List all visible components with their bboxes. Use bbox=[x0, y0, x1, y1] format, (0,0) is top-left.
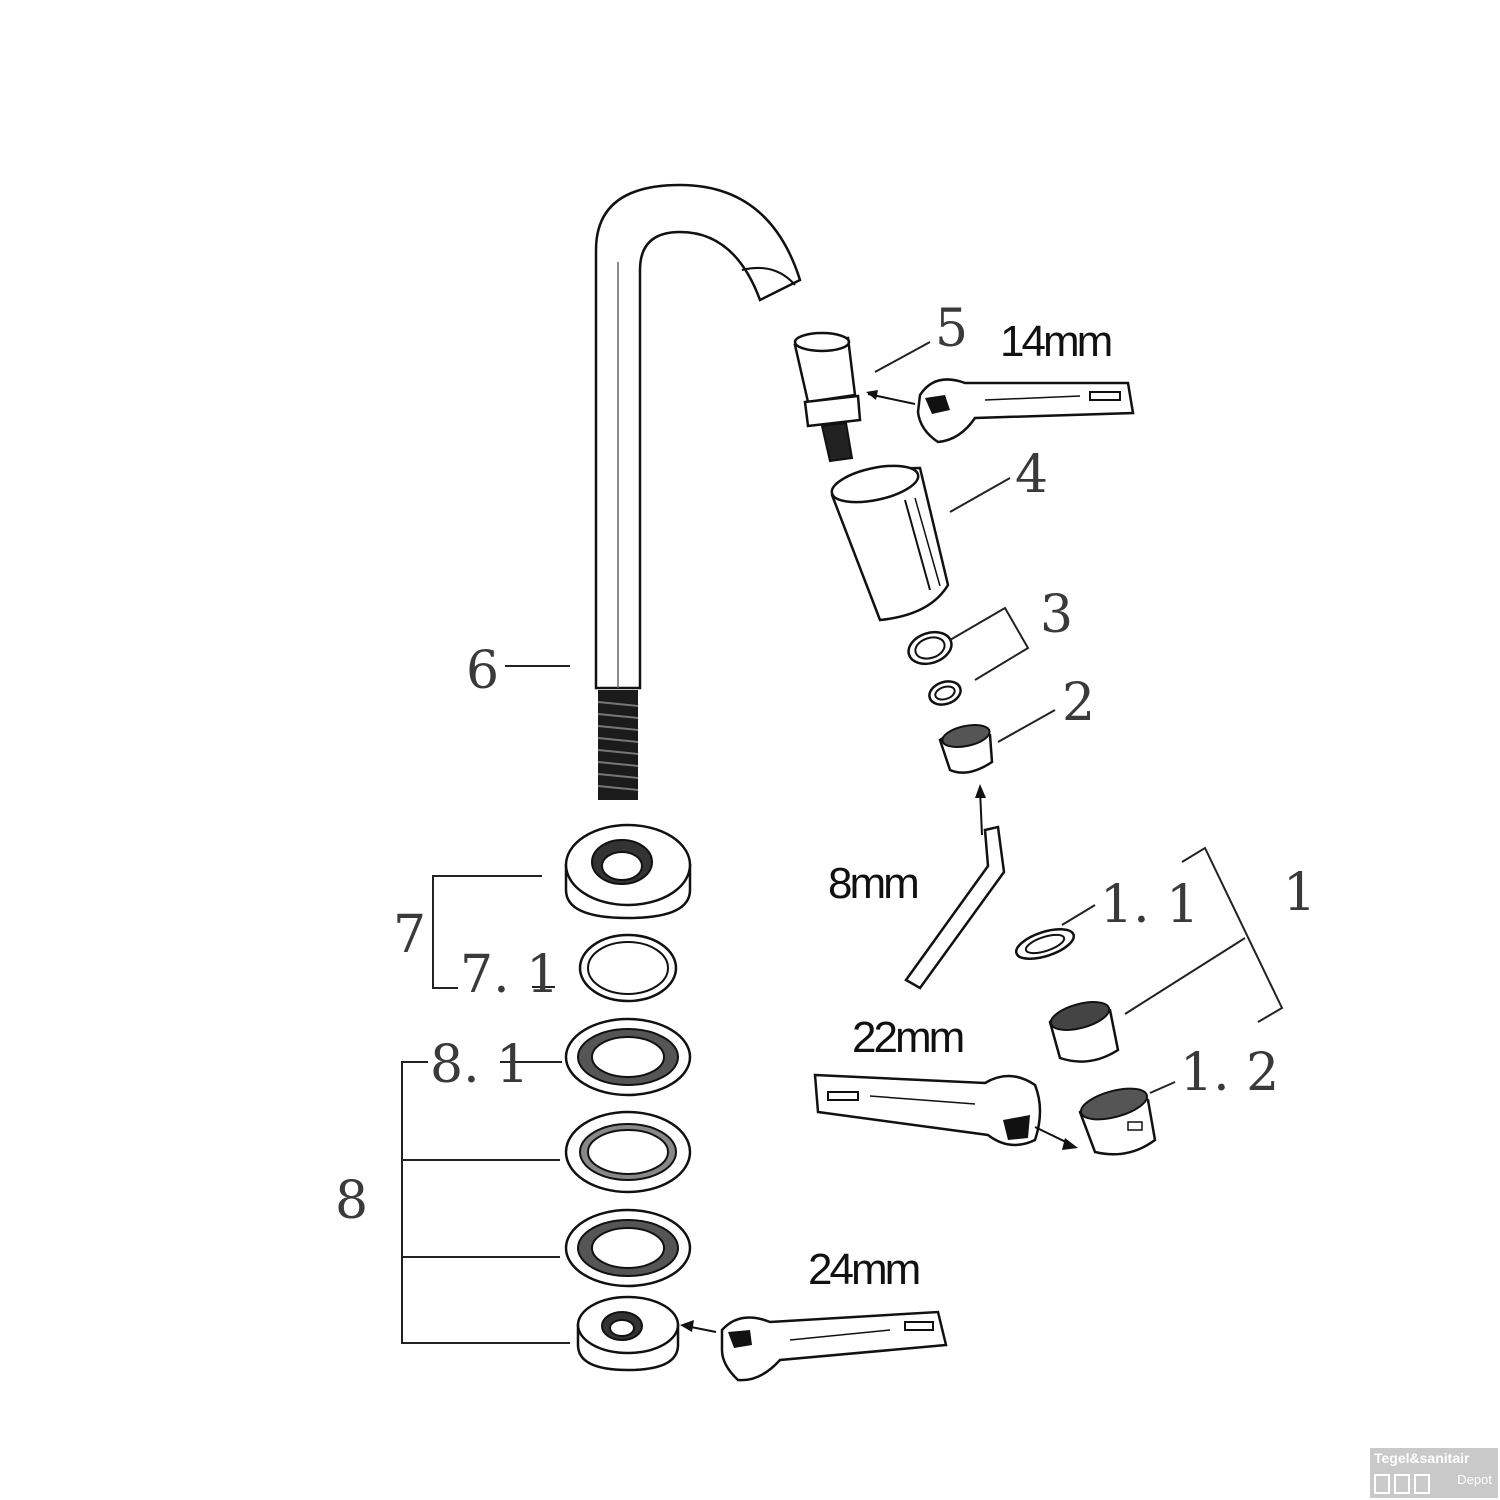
callout-8-1: 8. 1 bbox=[430, 1035, 529, 1095]
callout-1-1: 1. 1 bbox=[1100, 875, 1199, 935]
callout-7: 7 bbox=[393, 905, 426, 965]
wrench-icon-14mm bbox=[916, 378, 1135, 444]
fixing-nut-part-8 bbox=[576, 1295, 680, 1372]
watermark-line-1: Tegel&sanitair bbox=[1374, 1450, 1470, 1466]
slotted-washer-part-8 bbox=[564, 1110, 692, 1194]
watermark-logo: Tegel&sanitair Depot bbox=[1370, 1448, 1498, 1498]
wrench-icon-24mm bbox=[720, 1310, 948, 1382]
leader-1-1 bbox=[1061, 904, 1096, 926]
leader-5 bbox=[874, 341, 931, 373]
tool-size-24mm: 24mm bbox=[808, 1245, 919, 1294]
orings-part-3 bbox=[907, 630, 962, 706]
spout-part-6 bbox=[594, 183, 802, 800]
aerator-insert-part-1 bbox=[1048, 1001, 1120, 1063]
wrench-icon-22mm bbox=[813, 1073, 1042, 1147]
bracket-7 bbox=[432, 875, 542, 989]
tool-size-8mm: 8mm bbox=[828, 859, 917, 908]
tile-icon bbox=[1394, 1474, 1410, 1494]
drop-icon bbox=[1374, 1474, 1390, 1494]
aerator-housing-part-1-2 bbox=[1078, 1087, 1157, 1156]
bracket-1 bbox=[1181, 846, 1284, 1023]
callout-5: 5 bbox=[935, 299, 968, 359]
base-rosette-part-7 bbox=[564, 823, 692, 920]
rubber-washer-part-8 bbox=[564, 1208, 692, 1288]
callout-6: 6 bbox=[466, 641, 499, 701]
sleeve-part-4 bbox=[830, 464, 950, 622]
leader-1-2 bbox=[1149, 1081, 1176, 1094]
callout-1-2: 1. 2 bbox=[1180, 1043, 1279, 1103]
tool-size-22mm: 22mm bbox=[852, 1013, 963, 1062]
callout-3: 3 bbox=[1040, 585, 1073, 645]
seal-ring-part-8-1 bbox=[564, 1017, 692, 1097]
callout-1: 1 bbox=[1283, 863, 1316, 923]
tool-size-14mm: 14mm bbox=[1000, 317, 1111, 366]
tile-icon bbox=[1414, 1474, 1430, 1494]
callout-2: 2 bbox=[1062, 673, 1095, 733]
washer-part-7-1 bbox=[578, 933, 678, 1003]
callout-4: 4 bbox=[1015, 445, 1048, 505]
leader-2 bbox=[997, 709, 1056, 743]
bracket-8 bbox=[401, 1061, 570, 1344]
watermark-line-2: Depot bbox=[1457, 1472, 1492, 1487]
valve-part-5 bbox=[793, 331, 862, 463]
callout-8: 8 bbox=[335, 1171, 368, 1231]
aerator-washer-part-1-1 bbox=[1014, 928, 1076, 960]
leader-1 bbox=[1124, 937, 1246, 1015]
leader-3 bbox=[949, 606, 1030, 681]
callout-7-1: 7. 1 bbox=[460, 945, 559, 1005]
leader-4 bbox=[949, 477, 1011, 513]
hex-key-icon-8mm bbox=[904, 825, 1006, 990]
cap-part-2 bbox=[938, 724, 994, 774]
